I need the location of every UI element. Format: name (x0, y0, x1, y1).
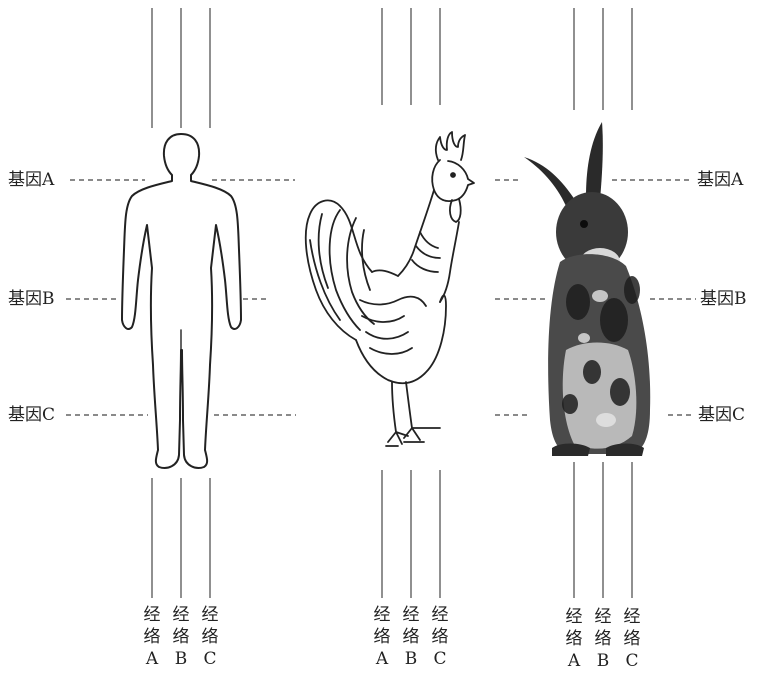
meridian-char-2: 络 (428, 626, 452, 648)
meridian-char-2: 络 (198, 626, 222, 648)
rooster-meridian-c-label: 经 络 C (428, 604, 452, 670)
meridian-char-2: 络 (370, 626, 394, 648)
meridian-letter: C (620, 650, 644, 672)
meridian-char-1: 经 (399, 604, 423, 626)
human-meridian-c-label: 经 络 C (198, 604, 222, 670)
rabbit-figure (524, 122, 650, 456)
gene-a-label-left: 基因A (8, 170, 54, 190)
meridian-char-1: 经 (370, 604, 394, 626)
gene-c-label-right: 基因C (698, 405, 745, 425)
gene-b-label-left: 基因B (8, 289, 55, 309)
meridian-char-2: 络 (140, 626, 164, 648)
meridian-letter: C (428, 648, 452, 670)
human-meridian-b-label: 经 络 B (169, 604, 193, 670)
meridian-char-2: 络 (399, 626, 423, 648)
meridian-letter: A (562, 650, 586, 672)
meridian-char-1: 经 (620, 606, 644, 628)
meridian-char-1: 经 (591, 606, 615, 628)
rooster-meridian-b-label: 经 络 B (399, 604, 423, 670)
human-meridian-a-label: 经 络 A (140, 604, 164, 670)
meridian-char-2: 络 (169, 626, 193, 648)
meridian-char-1: 经 (562, 606, 586, 628)
rooster-figure (306, 132, 474, 446)
gene-c-label-left: 基因C (8, 405, 55, 425)
meridian-letter: A (370, 648, 394, 670)
meridian-char-1: 经 (140, 604, 164, 626)
rabbit-meridian-b-label: 经 络 B (591, 606, 615, 672)
meridian-char-1: 经 (428, 604, 452, 626)
rooster-meridian-a-label: 经 络 A (370, 604, 394, 670)
meridian-char-1: 经 (169, 604, 193, 626)
meridian-letter: C (198, 648, 222, 670)
gene-b-label-right: 基因B (700, 289, 747, 309)
meridian-letter: B (399, 648, 423, 670)
meridian-char-2: 络 (562, 628, 586, 650)
meridian-char-1: 经 (198, 604, 222, 626)
human-figure (122, 134, 241, 468)
meridian-char-2: 络 (620, 628, 644, 650)
meridian-char-2: 络 (591, 628, 615, 650)
rabbit-meridian-a-label: 经 络 A (562, 606, 586, 672)
meridian-letter: B (169, 648, 193, 670)
gene-a-label-right: 基因A (697, 170, 743, 190)
meridian-letter: A (140, 648, 164, 670)
meridian-letter: B (591, 650, 615, 672)
rabbit-meridian-c-label: 经 络 C (620, 606, 644, 672)
